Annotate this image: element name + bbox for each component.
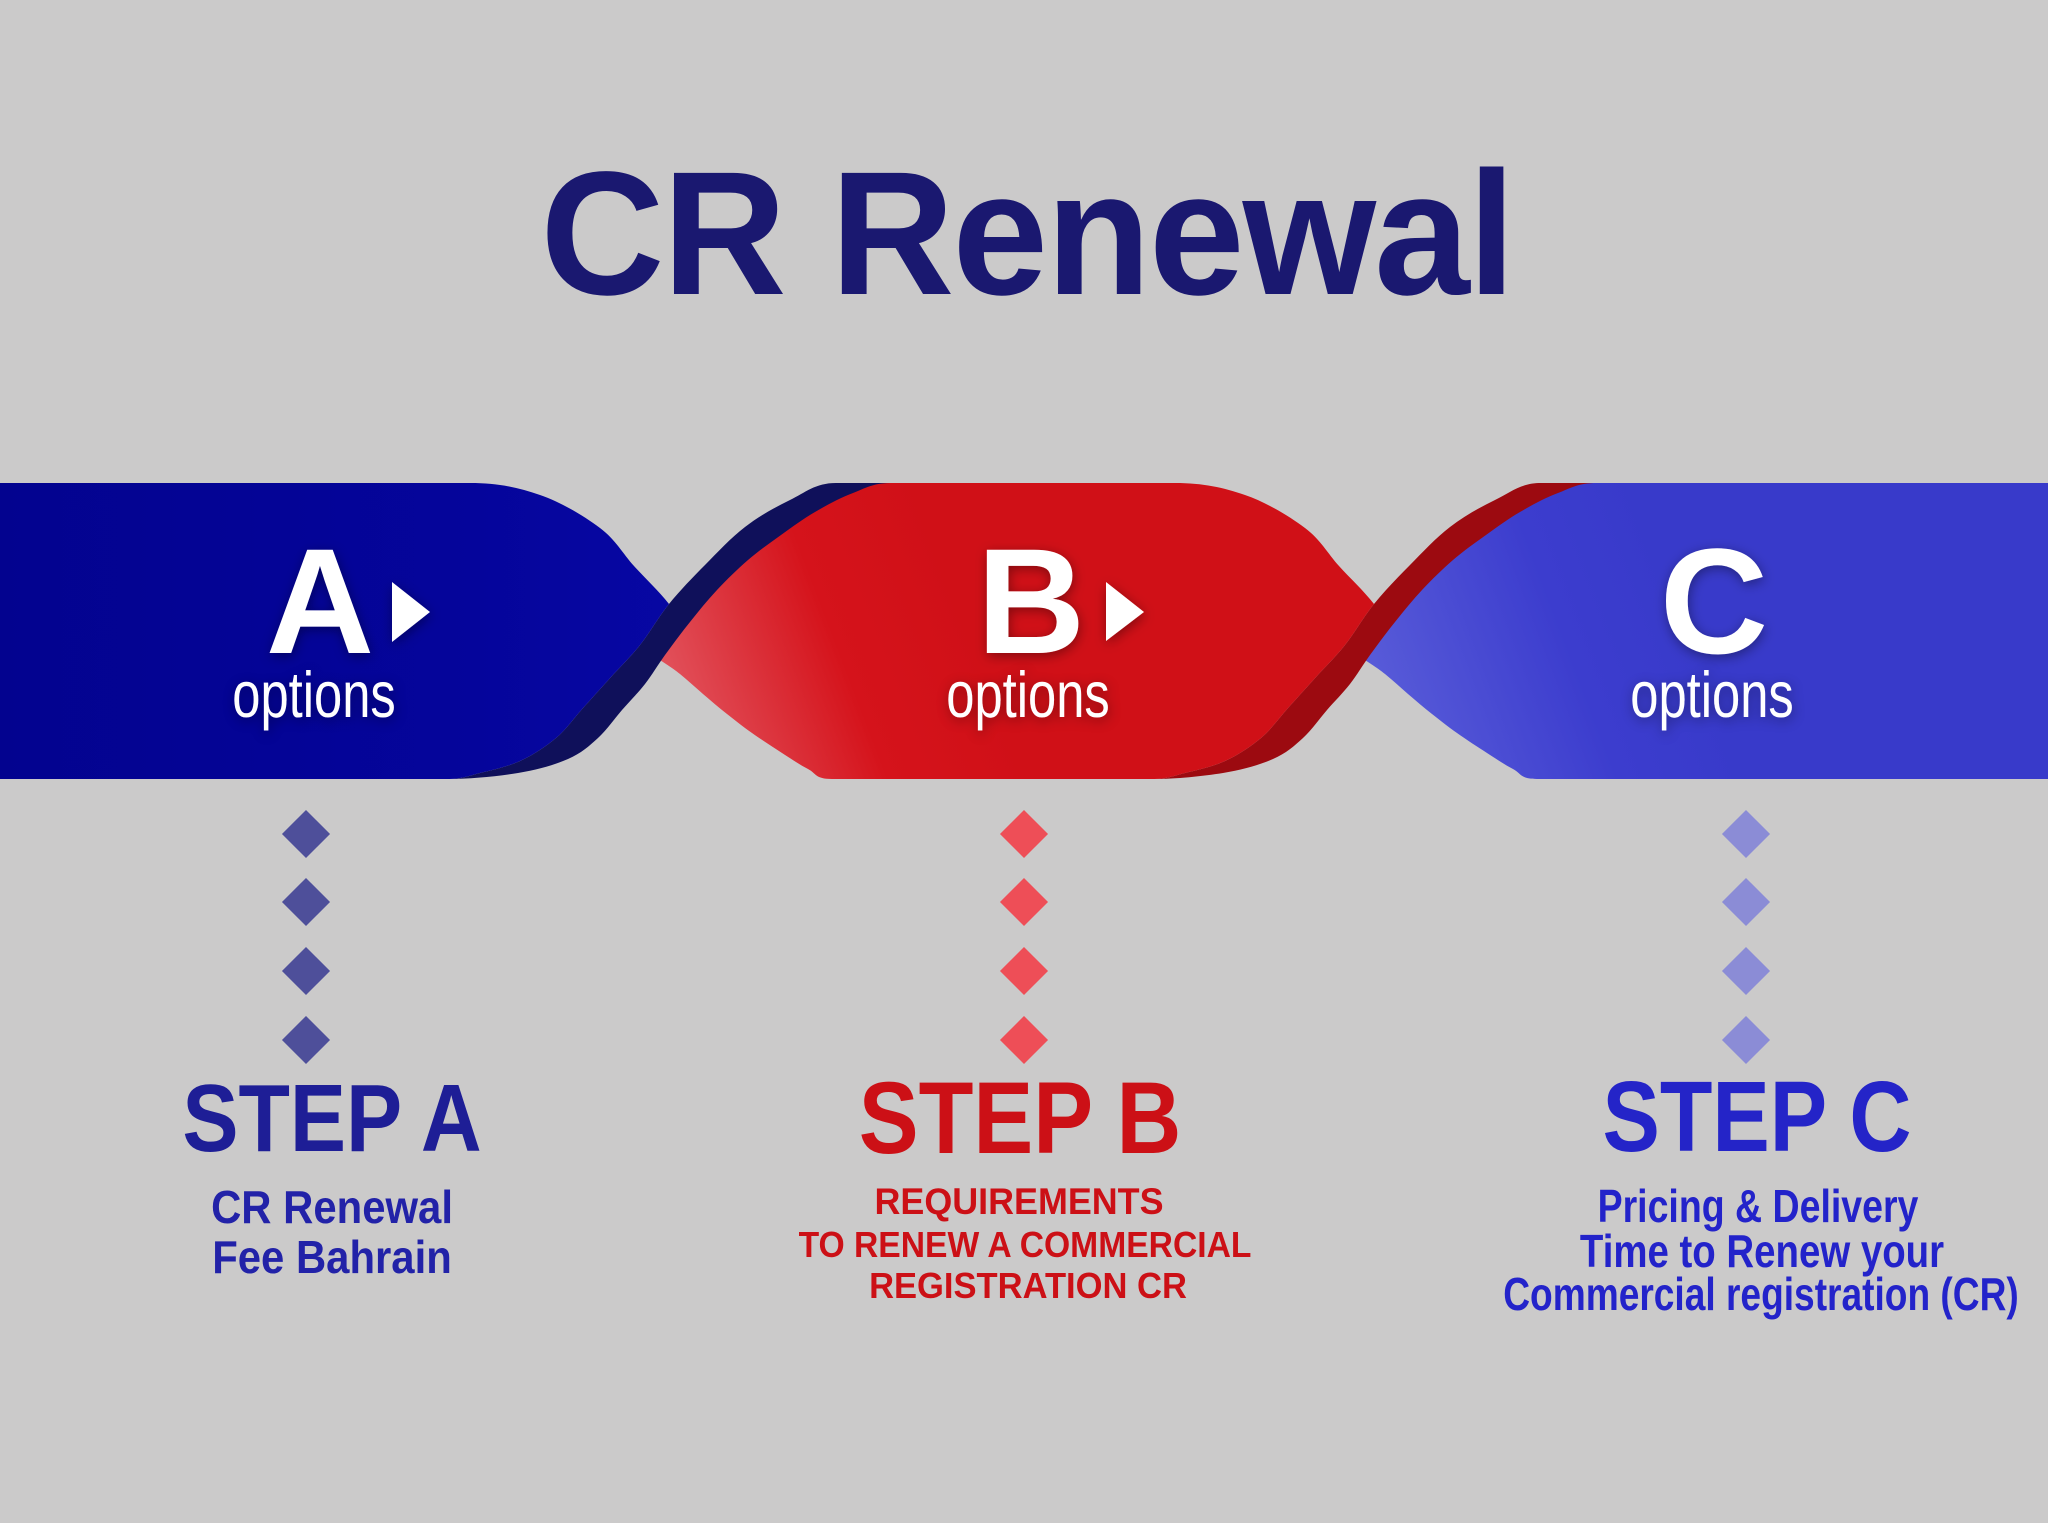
svg-text:STEP A: STEP A [182,1065,481,1172]
svg-text:B: B [977,517,1085,685]
svg-text:Time to Renew your: Time to Renew your [1580,1226,1944,1277]
svg-text:CR Renewal: CR Renewal [540,135,1513,331]
svg-text:TO RENEW A COMMERCIAL: TO RENEW A COMMERCIAL [799,1225,1252,1265]
svg-text:A: A [266,517,374,685]
svg-text:Fee Bahrain: Fee Bahrain [212,1232,452,1283]
svg-text:CR Renewal: CR Renewal [211,1182,453,1233]
svg-text:Pricing & Delivery: Pricing & Delivery [1598,1180,1919,1232]
svg-text:Commercial registration (CR): Commercial registration (CR) [1503,1268,2018,1320]
svg-text:REQUIREMENTS: REQUIREMENTS [874,1181,1163,1223]
svg-text:options: options [946,659,1109,731]
svg-text:options: options [232,659,395,731]
svg-text:options: options [1630,659,1793,731]
svg-text:STEP B: STEP B [859,1062,1182,1176]
svg-text:C: C [1660,517,1768,685]
svg-text:REGISTRATION CR: REGISTRATION CR [869,1266,1187,1306]
svg-text:STEP C: STEP C [1602,1061,1911,1173]
